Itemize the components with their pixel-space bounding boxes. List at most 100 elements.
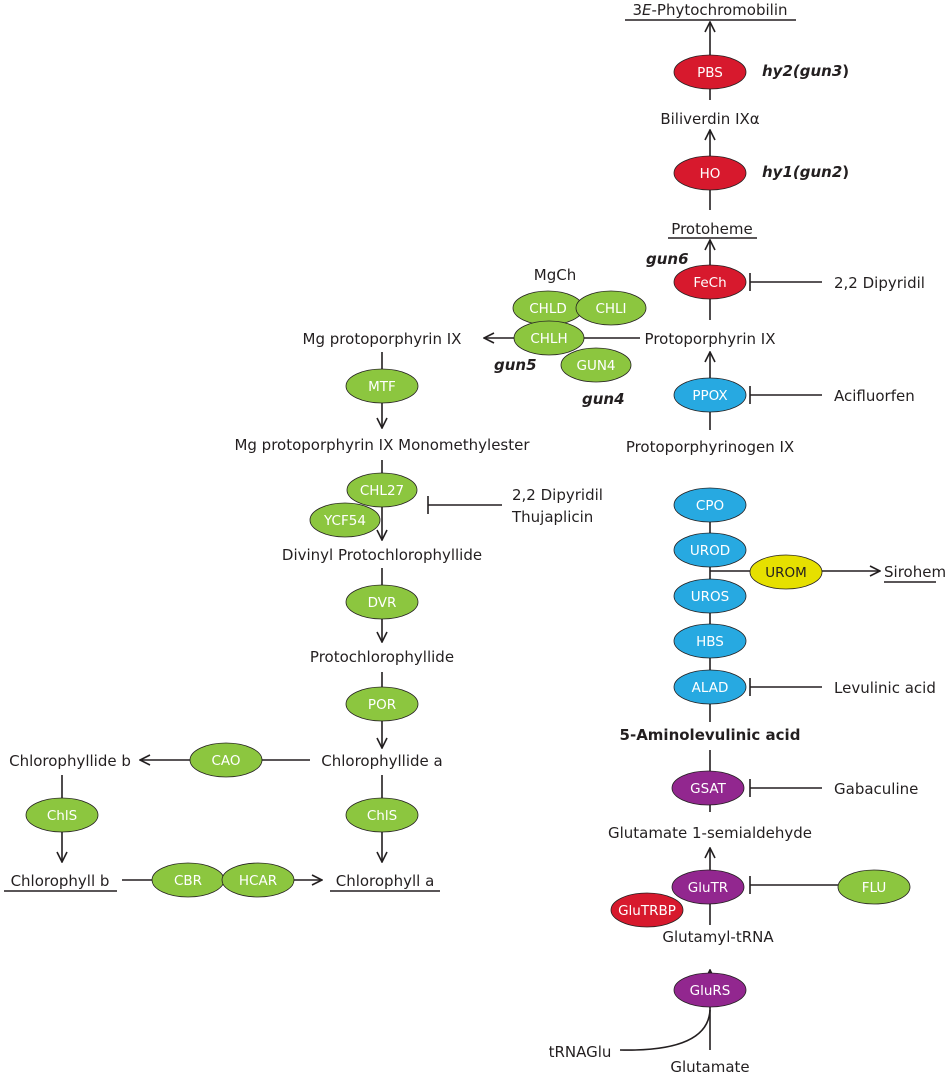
enzyme-label-hcar: HCAR — [239, 873, 277, 889]
label-inhibitor-levulinic: Levulinic acid — [834, 679, 936, 697]
enzyme-label-gun4: GUN4 — [576, 358, 615, 374]
enzyme-ellipse-chls-b — [25, 797, 99, 833]
enzyme-hbs: HBS — [673, 623, 747, 659]
enzyme-label-glurs: GluRS — [690, 983, 731, 999]
enzyme-ellipse-ppox — [673, 377, 747, 413]
enzyme-label-pbs: PBS — [697, 65, 723, 81]
enzyme-ellipse-glutrbp — [610, 892, 684, 928]
enzyme-ellipse-chls-a — [345, 797, 419, 833]
label-glutamyl-trna: Glutamyl-tRNA — [662, 928, 774, 946]
enzyme-label-fech: FeCh — [693, 275, 726, 291]
label-hy2-b: gun3 — [800, 62, 843, 80]
enzyme-label-uros: UROS — [691, 589, 729, 605]
enzyme-cbr: CBR — [151, 862, 225, 898]
label-gun5: gun5 — [494, 356, 537, 374]
enzyme-ellipse-mtf — [345, 368, 419, 404]
enzyme-label-alad: ALAD — [692, 680, 729, 696]
label-biliverdin: Biliverdin IXα — [660, 110, 759, 128]
enzyme-ellipse-urom — [749, 554, 823, 590]
label-phytochromobilin-rest: -Phytochromobilin — [652, 1, 788, 19]
enzyme-glurs: GluRS — [673, 972, 747, 1008]
label-mg-proto-me: Mg protoporphyrin IX Monomethylester — [234, 436, 530, 454]
enzyme-hcar: HCAR — [221, 862, 295, 898]
enzyme-ellipse-flu — [837, 869, 911, 905]
enzyme-alad: ALAD — [673, 669, 747, 705]
label-mgch: MgCh — [534, 266, 576, 284]
label-phytochromobilin: 3E-Phytochromobilin — [632, 1, 787, 19]
enzyme-label-hbs: HBS — [696, 634, 724, 650]
enzyme-label-glutrbp: GluTRBP — [618, 903, 676, 919]
enzyme-gsat: GSAT — [671, 770, 745, 806]
enzyme-label-chls-b: ChlS — [47, 808, 77, 824]
enzyme-label-cbr: CBR — [174, 873, 202, 889]
enzyme-ellipse-urod — [673, 532, 747, 568]
enzyme-label-chlh: CHLH — [530, 331, 567, 347]
enzyme-label-flu: FLU — [862, 880, 887, 896]
enzyme-ellipse-cpo — [673, 487, 747, 523]
enzyme-cao: CAO — [189, 742, 263, 778]
enzyme-label-urod: UROD — [690, 543, 730, 559]
label-hy2-a: hy2( — [762, 62, 801, 80]
enzyme-dvr: DVR — [345, 584, 419, 620]
enzyme-flu: FLU — [837, 869, 911, 905]
enzyme-ellipse-uros — [673, 578, 747, 614]
label-mg-protoporphyrin: Mg protoporphyrin IX — [303, 330, 462, 348]
inhibitor-labels: 2,2 Dipyridil Acifluorfen Levulinic acid… — [511, 274, 936, 798]
enzyme-ppox: PPOX — [673, 377, 747, 413]
enzyme-cpo: CPO — [673, 487, 747, 523]
enzyme-label-cao: CAO — [211, 753, 240, 769]
enzyme-ellipse-glutr — [671, 869, 745, 905]
enzyme-urod: UROD — [673, 532, 747, 568]
enzyme-ho: HO — [673, 155, 747, 191]
label-protoporphyrinogen: Protoporphyrinogen IX — [626, 438, 794, 456]
enzyme-label-chld: CHLD — [529, 301, 567, 317]
label-pchlide: Protochlorophyllide — [310, 648, 454, 666]
enzyme-ellipse-por — [345, 686, 419, 722]
label-gsa: Glutamate 1-semialdehyde — [608, 824, 812, 842]
gene-labels: hy2(gun3) hy1(gun2) gun6 gun5 gun4 — [494, 62, 849, 408]
enzyme-label-glutr: GluTR — [688, 880, 728, 896]
label-inhibitor-thujaplicin: Thujaplicin — [511, 508, 593, 526]
label-chl-b: Chlorophyll b — [11, 872, 110, 890]
label-glutamate: Glutamate — [670, 1058, 749, 1076]
enzyme-ellipse-fech — [673, 264, 747, 300]
label-gun4: gun4 — [582, 390, 625, 408]
enzyme-label-ho: HO — [700, 166, 721, 182]
enzyme-por: POR — [345, 686, 419, 722]
label-inhibitor-gabaculine: Gabaculine — [834, 780, 918, 798]
enzyme-ellipse-gsat — [671, 770, 745, 806]
label-hy2: hy2(gun3) — [762, 62, 849, 80]
label-protoporphyrin: Protoporphyrin IX — [645, 330, 776, 348]
enzyme-ellipse-ho — [673, 155, 747, 191]
label-chlide-b: Chlorophyllide b — [9, 752, 131, 770]
metabolite-labels: 3E-Phytochromobilin Biliverdin IXα Proto… — [4, 1, 945, 1076]
enzyme-ellipse-dvr — [345, 584, 419, 620]
label-chl-a: Chlorophyll a — [336, 872, 435, 890]
enzyme-label-cpo: CPO — [696, 498, 724, 514]
enzyme-layer: PBSHOFeChPPOXCPOURODUROMUROSHBSALADGSATG… — [25, 54, 911, 1008]
enzyme-chlh: CHLH — [513, 320, 585, 356]
enzyme-ycf54: YCF54 — [309, 502, 381, 538]
enzyme-label-dvr: DVR — [368, 595, 397, 611]
label-inhibitor-dipyridil-chl27: 2,2 Dipyridil — [512, 486, 603, 504]
enzyme-glutrbp: GluTRBP — [610, 892, 684, 928]
enzyme-chls-b: ChlS — [25, 797, 99, 833]
enzyme-fech: FeCh — [673, 264, 747, 300]
enzyme-ellipse-chlh — [513, 320, 585, 356]
enzyme-label-ycf54: YCF54 — [323, 513, 366, 529]
enzyme-label-chls-a: ChlS — [367, 808, 397, 824]
label-hy2-c: ) — [842, 62, 849, 80]
enzyme-ellipse-alad — [673, 669, 747, 705]
enzyme-label-por: POR — [368, 697, 396, 713]
enzyme-uros: UROS — [673, 578, 747, 614]
enzyme-label-chl27: CHL27 — [360, 483, 404, 499]
enzyme-label-mtf: MTF — [368, 379, 396, 395]
enzyme-label-chli: CHLI — [595, 301, 626, 317]
enzyme-ellipse-pbs — [673, 54, 747, 90]
trnaglu-connector — [619, 1009, 711, 1051]
label-hy1-c: ) — [842, 163, 849, 181]
enzyme-gun4: GUN4 — [560, 347, 632, 383]
enzyme-ellipse-ycf54 — [309, 502, 381, 538]
